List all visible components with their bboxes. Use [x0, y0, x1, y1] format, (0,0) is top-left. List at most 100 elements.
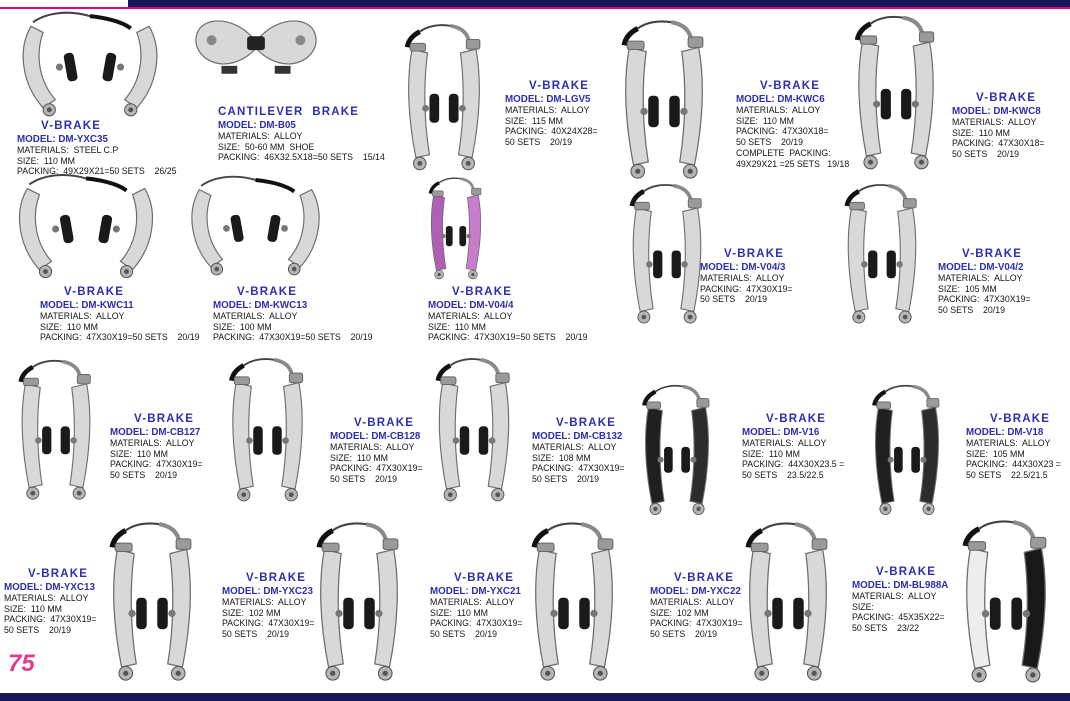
- spec-line: SIZE: 110 MM: [4, 603, 63, 614]
- product-model-label: MODEL: DM-V04/3: [700, 262, 786, 273]
- product-photo-dm-cb132: [418, 356, 530, 508]
- product-photo-dm-kwc13: [178, 168, 333, 283]
- product-type-label: V-BRAKE: [237, 286, 298, 298]
- v-brake-icon: [840, 6, 952, 184]
- product-type-label: V-BRAKE: [962, 248, 1023, 260]
- spec-line: 50 SETS 23/22: [852, 623, 919, 634]
- v-brake-icon: [418, 356, 530, 508]
- v-brake-icon: [600, 18, 728, 186]
- spec-line: 50 SETS 20/19: [952, 149, 1019, 160]
- spec-line: SIZE: 110 MM: [40, 321, 99, 332]
- spec-line: SIZE: 108 MM: [532, 452, 591, 463]
- v-brake-icon: [385, 22, 503, 177]
- product-photo-dm-lgv5: [385, 22, 503, 177]
- spec-line: MATERIALS: ALLOY: [650, 597, 735, 607]
- spec-line: PACKING: 47X30X19=: [650, 618, 743, 629]
- spec-line: MATERIALS: ALLOY: [852, 591, 937, 601]
- spec-line: MATERIALS: ALLOY: [428, 311, 513, 321]
- product-info-dm-v04-2: V-BRAKE MODEL: DM-V04/2 MATERIALS: ALLOY…: [938, 248, 1063, 316]
- spec-line: MATERIALS: ALLOY: [952, 117, 1037, 127]
- spec-line: 50 SETS 22.5/21.5: [966, 470, 1048, 481]
- product-type-label: V-BRAKE: [556, 417, 617, 429]
- product-photo-dm-cb127: [5, 356, 107, 508]
- spec-line: 50 SETS 20/19: [736, 137, 803, 148]
- spec-line: 50 SETS 20/19: [532, 474, 599, 485]
- spec-line: MATERIALS: ALLOY: [213, 311, 298, 321]
- product-info-dm-cb127: V-BRAKE MODEL: DM-CB127 MATERIALS: ALLOY…: [110, 413, 230, 481]
- spec-line: MATERIALS: STEEL C.P: [17, 145, 119, 155]
- spec-line: PACKING: 44X30X23 =: [966, 459, 1061, 470]
- product-model-label: MODEL: DM-YXC22: [650, 586, 741, 597]
- product-type-label: V-BRAKE: [876, 566, 937, 578]
- product-photo-dm-v04-2: [826, 182, 938, 330]
- top-navy-bar: [128, 0, 1070, 7]
- spec-line: MATERIALS: ALLOY: [430, 597, 515, 607]
- v-brake-icon: [848, 383, 966, 521]
- product-type-label: V-BRAKE: [766, 413, 827, 425]
- product-type-label: V-BRAKE: [246, 572, 307, 584]
- spec-line: PACKING: 40X24X28=: [505, 126, 598, 137]
- spec-line: SIZE: 50-60 MM SHOE: [218, 141, 315, 152]
- spec-line: SIZE: 110 MM: [330, 452, 389, 463]
- product-model-label: MODEL: DM-KWC8: [952, 106, 1041, 117]
- product-model-label: MODEL: DM-YXC13: [4, 582, 95, 593]
- product-type-label: V-BRAKE: [454, 572, 515, 584]
- product-model-label: MODEL: DM-KWC13: [213, 300, 308, 311]
- product-model-label: MODEL: DM-YXC23: [222, 586, 313, 597]
- spec-line: PACKING: 45X35X22=: [852, 612, 945, 623]
- product-type-label: V-BRAKE: [134, 413, 195, 425]
- v-brake-wide-icon: [5, 8, 175, 120]
- product-type-label: CANTILEVER BRAKE: [218, 106, 360, 118]
- spec-line: MATERIALS: ALLOY: [222, 597, 307, 607]
- spec-line: PACKING: 47X30X18=: [736, 126, 829, 137]
- product-info-dm-v04-3: V-BRAKE MODEL: DM-V04/3 MATERIALS: ALLOY…: [700, 248, 820, 305]
- spec-line: 50 SETS 20/19: [430, 629, 497, 640]
- v-brake-icon: [210, 356, 325, 508]
- spec-line: PACKING: 46X32.5X18=50 SETS 15/14: [218, 152, 385, 163]
- spec-line: SIZE: 110 MM: [742, 448, 801, 459]
- spec-line: PACKING: 47X30X19=: [430, 618, 523, 629]
- spec-line: PACKING: 47X30X19=: [532, 463, 625, 474]
- product-type-label: V-BRAKE: [760, 80, 821, 92]
- spec-line: SIZE: 110 MM: [430, 607, 489, 618]
- spec-line: PACKING: 49X29X21=50 SETS 26/25: [17, 166, 177, 177]
- spec-line: 50 SETS 20/19: [110, 470, 177, 481]
- spec-line: PACKING: 47X30X18=: [952, 138, 1045, 149]
- spec-line: 50 SETS 20/19: [4, 625, 71, 636]
- spec-line: SIZE:: [852, 601, 874, 612]
- product-model-label: MODEL: DM-BL988A: [852, 580, 949, 591]
- spec-line: MATERIALS: ALLOY: [938, 273, 1023, 283]
- product-info-dm-cb128: V-BRAKE MODEL: DM-CB128 MATERIALS: ALLOY…: [330, 417, 450, 485]
- spec-line: MATERIALS: ALLOY: [505, 105, 590, 115]
- product-info-dm-cb132: V-BRAKE MODEL: DM-CB132 MATERIALS: ALLOY…: [532, 417, 652, 485]
- spec-line: PACKING: 47X30X19=: [110, 459, 203, 470]
- spec-line: MATERIALS: ALLOY: [110, 438, 195, 448]
- spec-line: 50 SETS 20/19: [700, 294, 767, 305]
- product-model-label: MODEL: DM-V18: [966, 427, 1044, 438]
- cantilever-brake-icon: [182, 6, 330, 104]
- spec-line: PACKING: 47X30X19=: [4, 614, 97, 625]
- spec-line: PACKING: 47X30X19=50 SETS 20/19: [213, 332, 373, 343]
- spec-line: SIZE: 105 MM: [966, 448, 1025, 459]
- v-brake-wide-icon: [178, 168, 333, 283]
- spec-line: PACKING: 47X30X19=50 SETS 20/19: [40, 332, 200, 343]
- product-type-label: V-BRAKE: [724, 248, 785, 260]
- product-model-label: MODEL: DM-LGV5: [505, 94, 591, 105]
- spec-line: MATERIALS: ALLOY: [4, 593, 89, 603]
- product-info-dm-yxc21: V-BRAKE MODEL: DM-YXC21 MATERIALS: ALLOY…: [430, 572, 550, 640]
- product-photo-dm-kwc8: [840, 6, 952, 184]
- spec-line: MATERIALS: ALLOY: [330, 442, 415, 452]
